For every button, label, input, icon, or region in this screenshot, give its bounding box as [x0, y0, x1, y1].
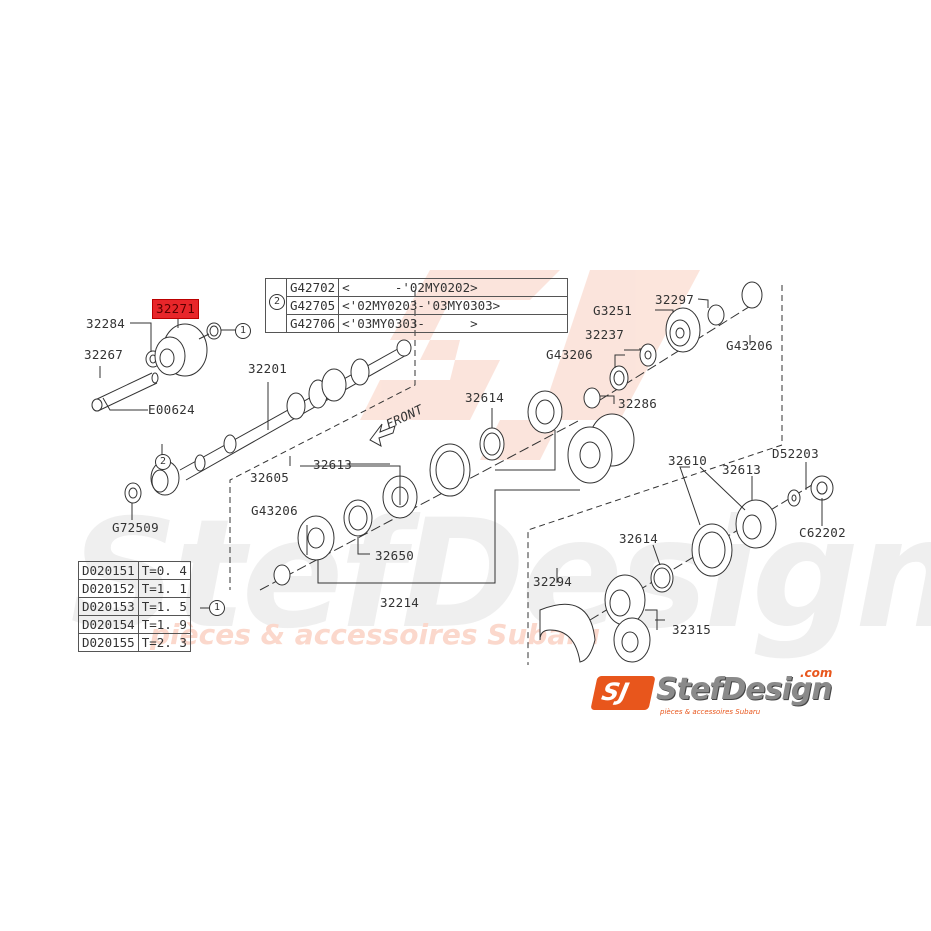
version-part: G42702 — [285, 278, 340, 297]
part-label-32267[interactable]: 32267 — [84, 347, 124, 362]
part-label-32613-left[interactable]: 32613 — [313, 457, 353, 472]
ref-1-marker-table: 1 — [209, 600, 225, 616]
part-label-32614-bottom[interactable]: 32614 — [619, 531, 659, 546]
ref-2-marker-diagram: 2 — [155, 454, 171, 470]
part-label-32610[interactable]: 32610 — [668, 453, 708, 468]
part-label-32605[interactable]: 32605 — [250, 470, 290, 485]
brand-mark-text: SJ — [599, 678, 632, 706]
part-label-d52203[interactable]: D52203 — [772, 446, 819, 461]
brand-domain: .com — [800, 666, 833, 680]
version-part: G42706 — [285, 314, 340, 333]
part-label-32315[interactable]: 32315 — [672, 622, 712, 637]
part-label-32286[interactable]: 32286 — [618, 396, 658, 411]
version-part: G42705 — [285, 296, 340, 315]
part-label-c62202[interactable]: C62202 — [799, 525, 846, 540]
part-label-g43206-mid[interactable]: G43206 — [546, 347, 593, 362]
part-label-32294[interactable]: 32294 — [533, 574, 573, 589]
part-label-32201[interactable]: 32201 — [248, 361, 288, 376]
part-label-g43206-right[interactable]: G43206 — [726, 338, 773, 353]
version-range: <'03MY0303- > — [338, 314, 569, 333]
watermark-text: StefDesign — [70, 488, 931, 662]
ref-1-marker-diagram: 1 — [235, 323, 251, 339]
part-label-32614-top[interactable]: 32614 — [465, 390, 505, 405]
brand-mark: SJ — [590, 676, 656, 710]
watermark-subtext: pièces & accessoires Subaru — [150, 618, 601, 651]
version-range: <'02MY0203-'03MY0303> — [338, 296, 569, 315]
version-row: G42705 <'02MY0203-'03MY0303> — [266, 296, 569, 315]
shim-thickness: T=0. 4 — [137, 561, 191, 580]
version-row: G42702 < -'02MY0202> — [265, 278, 569, 333]
shim-thickness: T=1. 5 — [137, 597, 191, 616]
part-label-32613-right[interactable]: 32613 — [722, 462, 762, 477]
brand-tagline: pièces & accessoires Subaru — [660, 708, 761, 716]
part-label-32214[interactable]: 32214 — [380, 595, 420, 610]
part-label-32650[interactable]: 32650 — [375, 548, 415, 563]
part-label-g43206-left[interactable]: G43206 — [251, 503, 298, 518]
shim-part: D020152 — [78, 579, 139, 598]
shim-part: D020153 — [78, 597, 139, 616]
part-label-g3251[interactable]: G3251 — [593, 303, 633, 318]
version-table: G42702 < -'02MY0202> G42705 <'02MY0203-'… — [265, 278, 569, 333]
version-range: < -'02MY0202> — [338, 278, 569, 297]
brand-logo: SJ StefDesign .com pièces & accessoires … — [590, 666, 854, 718]
shim-part: D020151 — [78, 561, 139, 580]
shim-part: D020155 — [78, 633, 139, 652]
shim-thickness: T=1. 9 — [137, 615, 191, 634]
part-label-32237[interactable]: 32237 — [585, 327, 625, 342]
shim-thickness: T=1. 1 — [137, 579, 191, 598]
part-label-32297[interactable]: 32297 — [655, 292, 695, 307]
part-label-g72509[interactable]: G72509 — [112, 520, 159, 535]
part-label-32284[interactable]: 32284 — [86, 316, 126, 331]
shim-thickness: T=2. 3 — [137, 633, 191, 652]
part-label-32271[interactable]: 32271 — [152, 299, 200, 319]
brand-name: StefDesign — [656, 672, 833, 707]
part-label-e00624[interactable]: E00624 — [148, 402, 195, 417]
shim-part: D020154 — [78, 615, 139, 634]
version-row: G42706 <'03MY0303- > — [266, 314, 569, 333]
